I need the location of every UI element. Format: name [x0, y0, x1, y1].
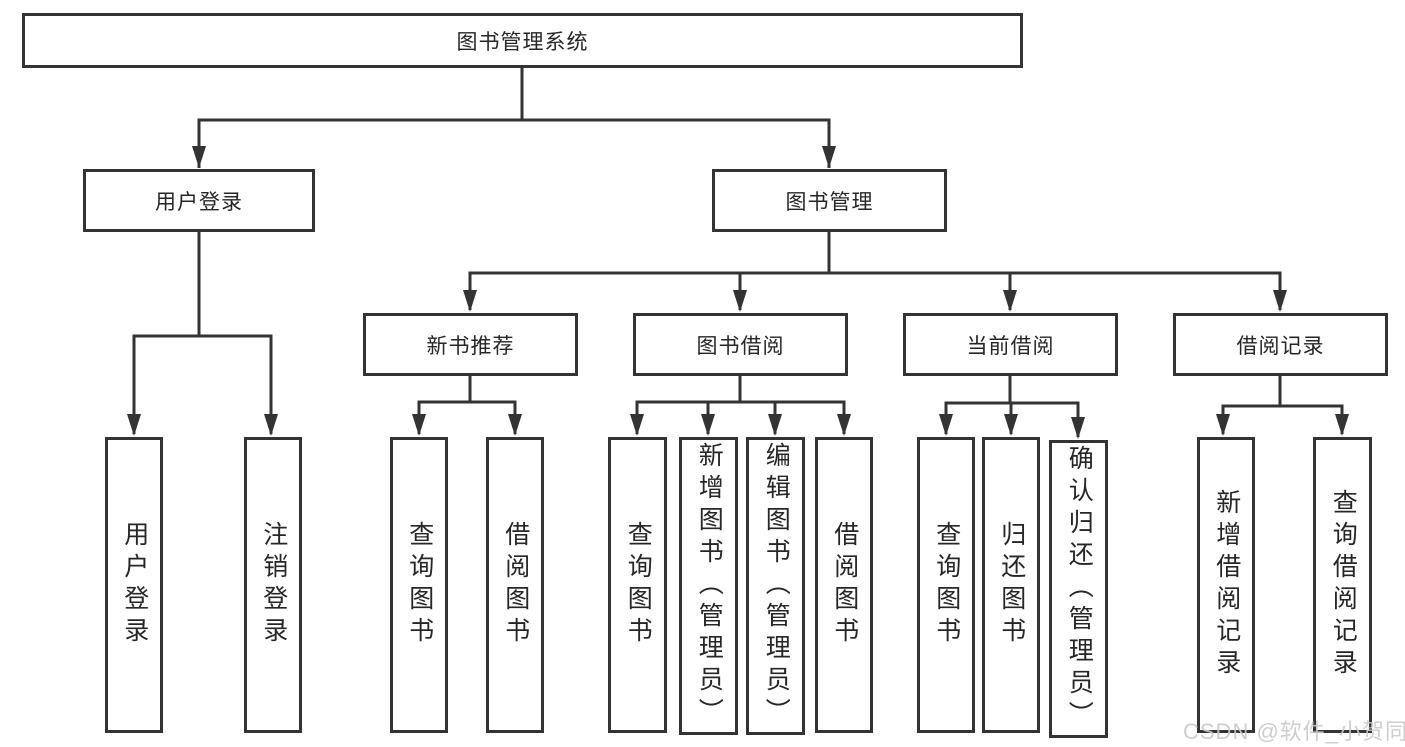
node-current-borrowing: 当前借阅: [903, 313, 1118, 376]
node-library-management-system: 图书管理系统: [22, 13, 1023, 68]
leaf-current-confirm-return-admin: 确认归还（管理员）: [1049, 440, 1108, 738]
leaf-borrowing-add-books-admin: 新增图书（管理员）: [679, 437, 738, 735]
leaf-current-query-books: 查询图书: [917, 437, 975, 733]
leaf-records-query-borrow-record: 查询借阅记录: [1313, 437, 1372, 733]
leaf-user-login: 用户登录: [105, 437, 163, 733]
leaf-records-add-borrow-record: 新增借阅记录: [1197, 437, 1255, 733]
node-user-login: 用户登录: [83, 169, 315, 232]
leaf-borrowing-edit-books-admin: 编辑图书（管理员）: [746, 437, 805, 735]
leaf-borrowing-borrow-books: 借阅图书: [815, 437, 873, 733]
leaf-newrec-borrow-books: 借阅图书: [486, 437, 544, 733]
node-new-book-recommendation: 新书推荐: [363, 313, 578, 376]
node-book-management: 图书管理: [712, 169, 947, 232]
node-borrowing-records: 借阅记录: [1173, 313, 1388, 376]
leaf-newrec-query-books: 查询图书: [390, 437, 448, 733]
node-book-borrowing: 图书借阅: [633, 313, 848, 376]
leaf-borrowing-query-books: 查询图书: [608, 437, 667, 733]
leaf-current-return-books: 归还图书: [982, 437, 1040, 733]
leaf-logout: 注销登录: [244, 437, 302, 733]
csdn-watermark: CSDN @软件_小贺同学: [1183, 719, 1405, 744]
